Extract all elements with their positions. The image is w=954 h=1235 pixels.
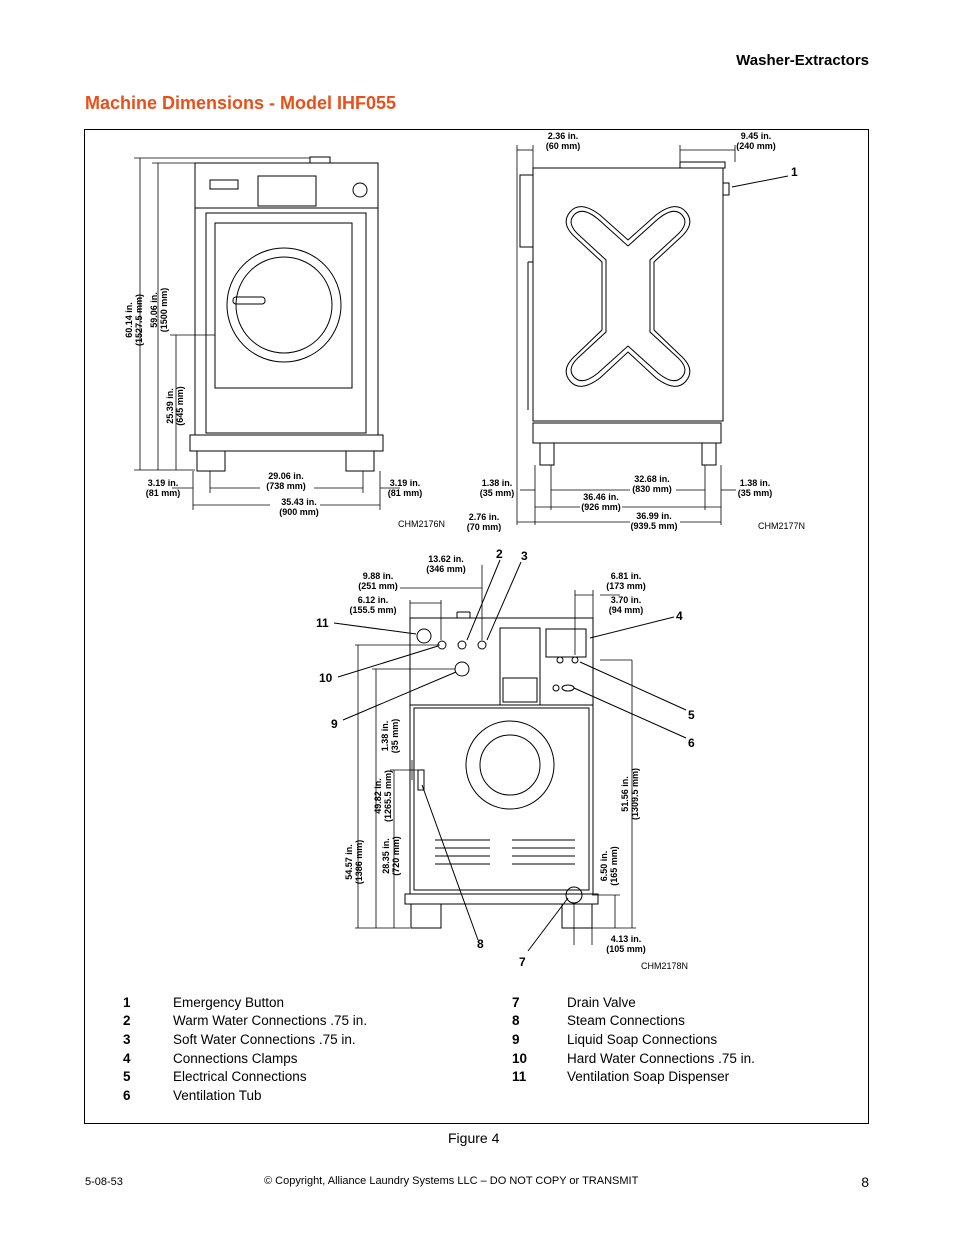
svg-text:4.13 in.(105 mm): 4.13 in.(105 mm)	[606, 934, 646, 954]
front-view-dimension-lines	[134, 157, 400, 510]
svg-text:9.45 in.(240 mm): 9.45 in.(240 mm)	[736, 131, 776, 151]
dim-right-offset: 3.19 in.(81 mm)	[388, 478, 423, 498]
page-title: Machine Dimensions - Model IHF055	[85, 93, 397, 113]
callout-6: 6	[688, 736, 695, 750]
rear-view-machine	[404, 611, 599, 929]
callout-leaders	[333, 175, 789, 952]
callout-11: 11	[316, 616, 329, 630]
callout-2: 2	[496, 547, 503, 561]
dim-inner-width: 29.06 in.(738 mm)	[266, 471, 306, 491]
svg-text:3.70 in.(94 mm): 3.70 in.(94 mm)	[609, 595, 644, 615]
dim-left-offset: 3.19 in.(81 mm)	[146, 478, 181, 498]
callout-1: 1	[791, 165, 798, 179]
svg-text:9.88 in.(251 mm): 9.88 in.(251 mm)	[358, 571, 398, 591]
svg-text:2.76 in.(70 mm): 2.76 in.(70 mm)	[467, 512, 502, 532]
callout-7: 7	[519, 955, 526, 969]
svg-text:6.50 in.(165 mm): 6.50 in.(165 mm)	[599, 846, 619, 886]
page-number: 8	[861, 1174, 869, 1190]
svg-text:6.12 in.(155.5 mm): 6.12 in.(155.5 mm)	[349, 595, 396, 615]
callout-9: 9	[331, 717, 338, 731]
figure-caption: Figure 4	[448, 1130, 500, 1146]
svg-text:6.81 in.(173 mm): 6.81 in.(173 mm)	[606, 571, 646, 591]
front-view-dims: 60.14 in.(1527.5 mm) 59.06 in.(1500 mm) …	[124, 288, 422, 517]
figure-frame	[84, 129, 869, 1124]
dim-total-width: 35.43 in.(900 mm)	[279, 497, 319, 517]
svg-text:36.99 in.(939.5 mm): 36.99 in.(939.5 mm)	[630, 511, 677, 531]
callout-numbers: 1 2 3 4 5 6 7 8 9 10 11	[316, 165, 798, 969]
svg-text:13.62 in.(346 mm): 13.62 in.(346 mm)	[426, 554, 466, 574]
callout-3: 3	[521, 549, 528, 563]
svg-text:36.46 in.(926 mm): 36.46 in.(926 mm)	[581, 492, 621, 512]
dim-height-total: 60.14 in.(1527.5 mm)	[124, 294, 144, 346]
callout-8: 8	[477, 937, 484, 951]
side-view-dims: 2.36 in.(60 mm) 9.45 in.(240 mm) 1.38 in…	[467, 131, 776, 532]
rear-view-dims: 13.62 in.(346 mm) 9.88 in.(251 mm) 6.12 …	[344, 554, 646, 954]
dim-height-body: 59.06 in.(1500 mm)	[149, 288, 169, 333]
section-header: Washer-Extractors	[736, 52, 869, 69]
callout-5: 5	[688, 708, 695, 722]
side-view-machine	[519, 161, 730, 466]
svg-text:1.38 in.(35 mm): 1.38 in.(35 mm)	[380, 719, 400, 754]
svg-text:32.68 in.(830 mm): 32.68 in.(830 mm)	[632, 474, 672, 494]
svg-text:1.38 in.(35 mm): 1.38 in.(35 mm)	[480, 478, 515, 498]
svg-text:1.38 in.(35 mm): 1.38 in.(35 mm)	[738, 478, 773, 498]
front-view-machine	[189, 156, 384, 472]
side-view-dimension-lines	[516, 145, 736, 525]
callout-4: 4	[676, 609, 683, 623]
rear-view-dimension-lines	[355, 565, 636, 945]
front-view-code: CHM2176N	[398, 519, 445, 529]
svg-text:49.82 in.(1265.5 mm): 49.82 in.(1265.5 mm)	[373, 770, 393, 822]
svg-text:54.57 in.(1386 mm): 54.57 in.(1386 mm)	[344, 840, 364, 885]
callout-10: 10	[319, 671, 333, 685]
svg-text:51.56 in.(1309.5 mm): 51.56 in.(1309.5 mm)	[620, 768, 640, 820]
rear-view-code: CHM2178N	[641, 961, 688, 971]
side-view-code: CHM2177N	[758, 521, 805, 531]
copyright-notice: © Copyright, Alliance Laundry Systems LL…	[264, 1175, 639, 1187]
svg-text:28.35 in.(720 mm): 28.35 in.(720 mm)	[381, 836, 401, 876]
doc-number: 5-08-53	[85, 1176, 123, 1188]
dim-door-height: 25.39 in.(645 mm)	[165, 386, 185, 426]
svg-text:2.36 in.(60 mm): 2.36 in.(60 mm)	[546, 131, 581, 151]
